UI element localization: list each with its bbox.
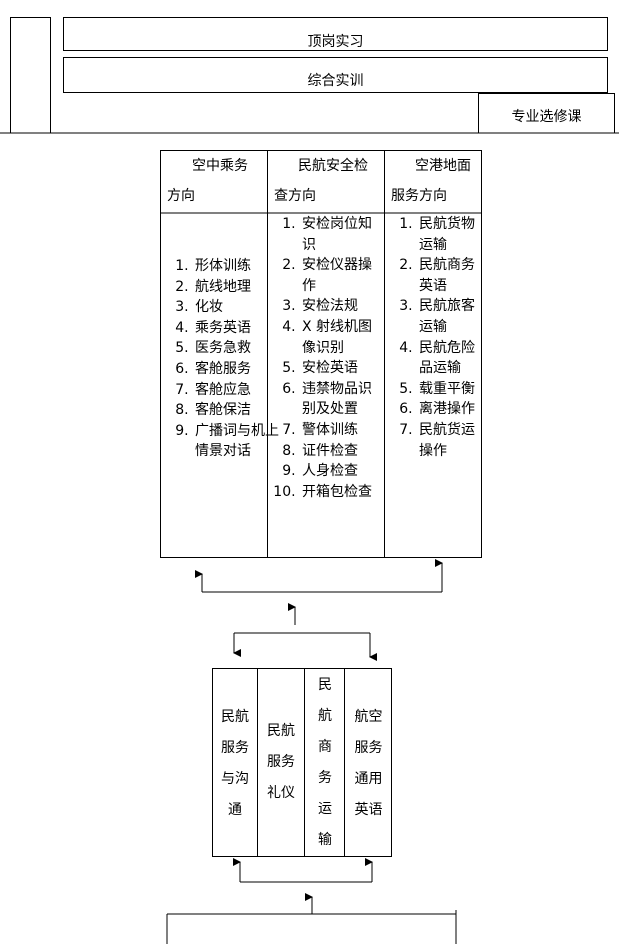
direction-header-ground: 空港地面 服务方向 [391,158,471,204]
internship-label: 顶岗实习 [307,34,364,50]
cabin-course-list: 形体训练航线地理化妆乘务英语医务急救客舱服务客舱应急客舱保洁广播词与机上情景对话 [161,256,283,462]
course-list-item: 安检英语 [300,358,380,379]
core-course-line: 运 [318,801,332,817]
core-course-service-etiquette: 民航服务礼仪 [258,716,304,809]
left-frame-box [10,17,51,133]
core-course-line: 英语 [354,802,383,818]
ground-course-list: 民航货物运输民航商务英语民航旅客运输民航危险品运输载重平衡离港操作民航货运操作 [385,214,481,461]
course-list-item: 客舱应急 [193,380,283,401]
course-list-item: 人身检查 [300,461,380,482]
core-course-commercial-transport: 民航商务运输 [305,670,345,856]
core-course-service-communication: 民航服务与沟通 [213,702,257,826]
direction-header-cabin: 空中乘务 方向 [167,158,248,204]
internship-box: 顶岗实习 [63,17,608,51]
course-list-item: 乘务英语 [193,318,283,339]
course-list-item: 民航旅客运输 [417,296,481,337]
course-list-item: 警体训练 [300,420,380,441]
course-list-item: 民航商务英语 [417,255,481,296]
course-list-item: 客舱服务 [193,359,283,380]
comprehensive-training-box: 综合实训 [63,57,608,93]
elective-courses-label: 专业选修课 [511,109,582,125]
course-list-item: 化妆 [193,297,283,318]
security-course-list: 安检岗位知识安检仪器操作安检法规X 射线机图像识别安检英语违禁物品识别及处置警体… [268,214,380,502]
core-course-line: 与沟 [221,771,249,787]
course-list-item: 开箱包检查 [300,482,380,503]
course-list-item: 安检仪器操作 [300,255,380,296]
core-course-line: 航 [318,708,332,724]
course-list-item: 客舱保洁 [193,400,283,421]
core-course-line: 民 [318,677,332,693]
course-list-item: 航线地理 [193,277,283,298]
course-list-item: 安检岗位知识 [300,214,380,255]
core-course-line: 服务 [354,740,383,756]
course-list-item: 广播词与机上情景对话 [193,421,283,462]
course-list-item: 离港操作 [417,399,481,420]
course-list-item: X 射线机图像识别 [300,317,380,358]
core-course-line: 务 [318,770,332,786]
core-course-line: 输 [318,832,332,848]
core-course-line: 商 [318,739,332,755]
core-course-line: 航空 [354,709,383,725]
course-list-item: 证件检查 [300,441,380,462]
directions-table [160,150,482,558]
course-list-item: 形体训练 [193,256,283,277]
direction-header-security: 民航安全检 查方向 [274,158,368,204]
course-list-item: 安检法规 [300,296,380,317]
core-course-line: 民航 [267,723,295,739]
elective-courses-box: 专业选修课 [478,93,615,133]
course-list-item: 载重平衡 [417,379,481,400]
course-list-item: 医务急救 [193,338,283,359]
comprehensive-training-label: 综合实训 [307,73,364,89]
core-course-line: 服务 [221,740,249,756]
course-list-item: 民航货物运输 [417,214,481,255]
course-list-item: 违禁物品识别及处置 [300,379,380,420]
core-course-line: 礼仪 [267,785,295,801]
course-list-item: 民航危险品运输 [417,338,481,379]
core-course-line: 服务 [267,754,295,770]
core-courses-table [212,668,392,857]
core-course-aviation-english: 航空服务通用英语 [346,702,391,826]
course-list-item: 民航货运操作 [417,420,481,461]
core-course-line: 通 [228,802,242,818]
core-course-line: 通用 [354,771,383,787]
core-course-line: 民航 [221,709,249,725]
